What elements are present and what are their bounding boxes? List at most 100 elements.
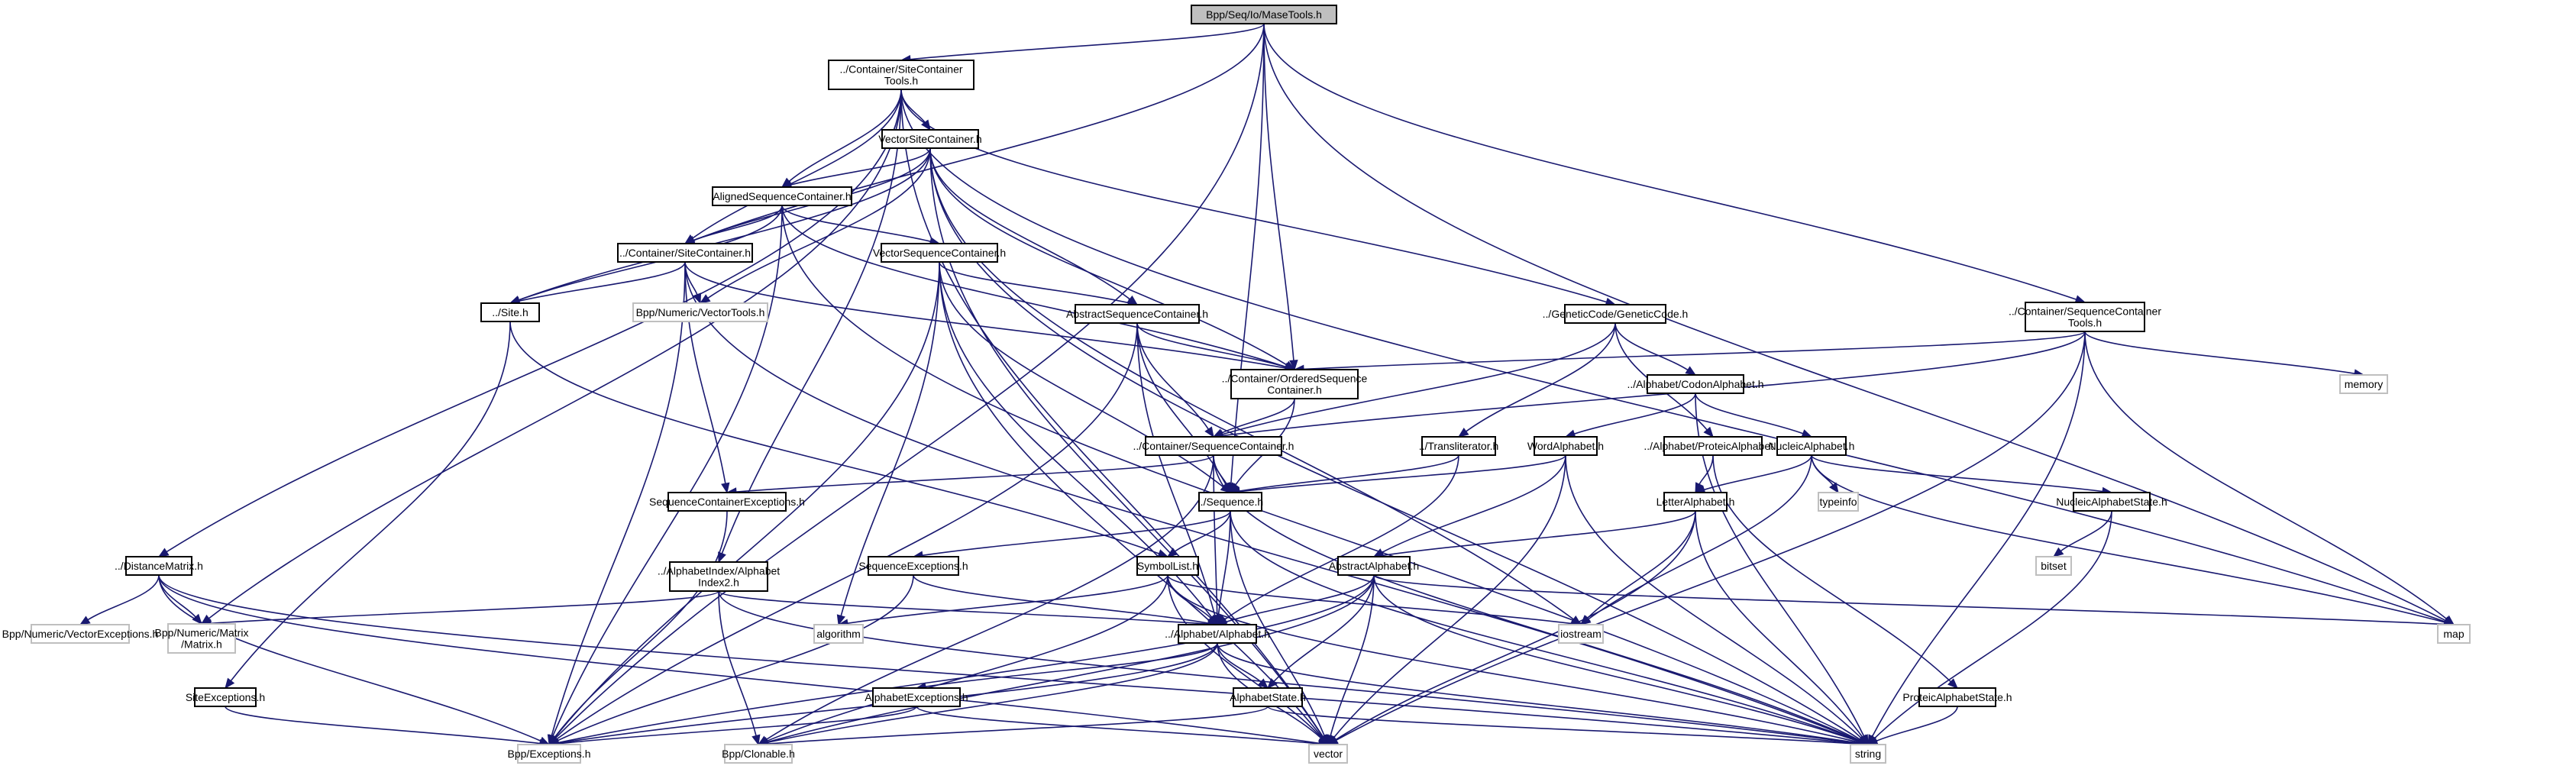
edge-line [1303,331,2086,370]
node-proteic[interactable]: ../Alphabet/ProteicAlphabet.h [1644,436,1783,456]
edge-line [554,23,1265,739]
node-alphabet[interactable]: ../Alphabet/Alphabet.h [1165,624,1270,644]
node-box [1136,556,1199,576]
node-siteexc[interactable]: SiteExceptions.h [186,687,265,707]
node-nas[interactable]: NucleicAlphabetState.h [2056,492,2167,512]
edge-site-to-siteexc [225,321,511,690]
node-vector: vector [1308,744,1348,764]
edge-sc-to-scexc [684,261,730,494]
node-label: ../Container/SiteContainer [839,63,962,76]
edge-line [939,261,1324,738]
node-label: ../DistanceMatrix.h [115,560,203,572]
edge-line [692,89,902,239]
node-bitset: bitset [2035,556,2072,576]
node-label: ../AlphabetIndex/Alphabet [658,565,780,577]
edge-line [1175,510,1231,552]
edge-root-to-sequence [1227,23,1265,494]
node-box [2073,492,2151,512]
edge-line [1167,574,1572,625]
node-absalpha[interactable]: AbstractAlphabet.h [1329,556,1419,576]
edge-siteexc-to-exceptions [225,706,551,748]
edge-seqct-to-string [1867,331,2086,746]
edge-line [1695,393,1804,435]
node-box [617,243,753,263]
edge-line [1221,398,1295,434]
edge-line [735,454,1214,493]
node-alphaexc[interactable]: AlphabetExceptions.h [865,687,968,707]
node-letter[interactable]: LetterAlphabet.h [1656,492,1735,512]
edge-line [840,261,940,616]
edge-seqc-to-clonable [757,454,1214,745]
node-label: VectorSiteContainer.h [878,133,981,145]
edge-line [1586,510,1696,619]
edge-line [929,147,1574,620]
node-label: SiteExceptions.h [186,691,265,703]
arrowhead-icon [1703,426,1714,438]
edge-sequence-to-symlist [1166,510,1231,557]
node-translit[interactable]: ../Transliterator.h [1419,436,1499,456]
node-box [669,561,768,592]
edge-line [1213,454,1218,616]
node-sequence[interactable]: ../Sequence.h [1198,492,1263,512]
edge-alphaexc-to-vector [916,706,1330,748]
edge-asc-to-vseqc [781,205,941,246]
node-box [868,556,959,576]
edge-line [554,261,940,738]
node-box [1178,624,1257,644]
edge-line [718,590,1209,625]
node-box [1145,436,1282,456]
edge-line [1222,322,1616,435]
edge-seqct-to-memory [2084,331,2365,378]
edge-line [1382,510,1696,557]
node-absc[interactable]: AbstractSequenceContainer.h [1066,304,1208,324]
node-label: AbstractAlphabet.h [1329,560,1419,572]
edge-letter-to-vector [1327,510,1696,745]
node-box [1230,369,1359,399]
node-sc[interactable]: ../Container/SiteContainer.h [617,243,753,263]
node-word[interactable]: WordAlphabet.h [1527,436,1604,456]
edge-letter-to-iostream [1580,510,1696,625]
node-label: algorithm [816,628,861,640]
node-site[interactable]: ../Site.h [480,302,540,322]
node-box [2035,556,2072,576]
node-root[interactable]: Bpp/Seq/Io/MaseTools.h [1191,5,1337,24]
node-asc[interactable]: AlignedSequenceContainer.h [712,186,852,206]
edge-nucleic-to-map [1811,454,2455,627]
node-vsc[interactable]: VectorSiteContainer.h [878,129,982,149]
node-pas[interactable]: ProteicAlphabetState.h [1902,687,2012,707]
node-alphastate[interactable]: AlphabetState.h [1230,687,1306,707]
node-codon[interactable]: ../Alphabet/CodonAlphabet.h [1627,374,1764,394]
edge-line [158,574,196,618]
arrowhead-icon [1214,614,1223,626]
node-vtools: Bpp/Numeric/VectorTools.h [632,302,768,322]
node-box [1776,436,1847,456]
node-vseqc[interactable]: VectorSequenceContainer.h [873,243,1006,263]
node-dm[interactable]: ../DistanceMatrix.h [115,556,203,576]
node-nucleic[interactable]: NucleicAlphabet.h [1769,436,1855,456]
edge-codon-to-nucleic [1695,393,1813,438]
node-seqexc[interactable]: SequenceExceptions.h [858,556,968,576]
node-symlist[interactable]: SymbolList.h [1136,556,1199,576]
node-seqc[interactable]: ../Container/SequenceContainer.h [1133,436,1294,456]
node-box [2339,374,2388,394]
edge-line [1704,454,1812,491]
edge-gc-to-translit [1457,322,1616,438]
node-label: AbstractSequenceContainer.h [1066,308,1208,320]
node-label: map [2443,628,2464,640]
edge-dm-to-exceptions [158,574,551,745]
edge-line [158,574,1860,745]
edge-line [1239,454,1459,492]
node-box [1308,744,1348,764]
edge-gc-to-codon [1614,322,1697,376]
edge-alphaexc-to-exceptions [548,706,917,748]
edge-line [1217,510,1231,616]
arrowhead-icon [836,614,845,626]
edge-line [1230,23,1265,484]
edge-line [1333,454,1566,738]
node-scexc[interactable]: SequenceContainerExceptions.h [649,492,805,512]
node-gc[interactable]: ../GeneticCode/GeneticCode.h [1543,304,1689,324]
